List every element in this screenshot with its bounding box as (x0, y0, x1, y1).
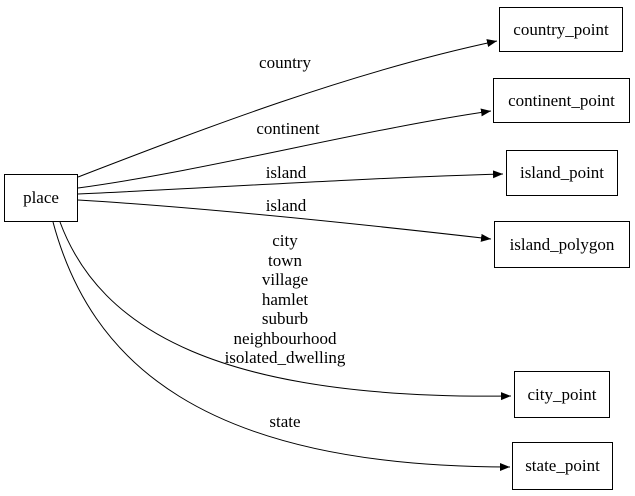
node-island-polygon: island_polygon (494, 221, 630, 268)
edge-label-island-polygon: island (265, 196, 307, 215)
node-country-point-label: country_point (513, 19, 609, 39)
node-continent-point: continent_point (493, 78, 630, 123)
node-state-point: state_point (512, 442, 613, 490)
edge-label-line-neighbourhood: neighbourhood (233, 328, 337, 348)
edge-label-line-suburb: suburb (261, 309, 309, 328)
edge-label-country: country (259, 53, 311, 72)
node-island-point-label: island_point (519, 163, 605, 182)
edge-label-continent: continent (256, 119, 320, 138)
node-island-polygon-label: island_polygon (509, 234, 615, 254)
node-state-point-label: state_point (525, 456, 600, 475)
edge-label-line-hamlet: hamlet (261, 289, 309, 309)
node-place: place (4, 174, 78, 222)
node-island-point: island_point (506, 150, 618, 196)
node-continent-point-label: continent_point (508, 90, 615, 110)
node-city-point-label: city_point (527, 384, 597, 404)
edge-place-city-point (59, 221, 512, 401)
edge-place-island-point (77, 170, 504, 195)
edge-place-island-polygon (77, 199, 492, 242)
node-country-point: country_point (499, 7, 623, 52)
node-place-label: place (23, 188, 59, 207)
edge-label-city-multiline: city town village hamlet suburb neighbou… (225, 231, 346, 368)
edge-label-state: state (269, 412, 301, 431)
edge-place-country-point (77, 39, 498, 178)
edge-place-continent-point (77, 108, 492, 189)
edge-label-line-isolated-dwelling: isolated_dwelling (224, 348, 346, 367)
edge-label-island-point: island (265, 163, 307, 182)
node-city-point: city_point (514, 371, 610, 418)
edge-label-line-city: city (272, 231, 298, 250)
edge-place-state-point (52, 221, 511, 471)
edge-label-line-town: town (268, 250, 302, 270)
edge-label-line-village: village (261, 270, 309, 289)
